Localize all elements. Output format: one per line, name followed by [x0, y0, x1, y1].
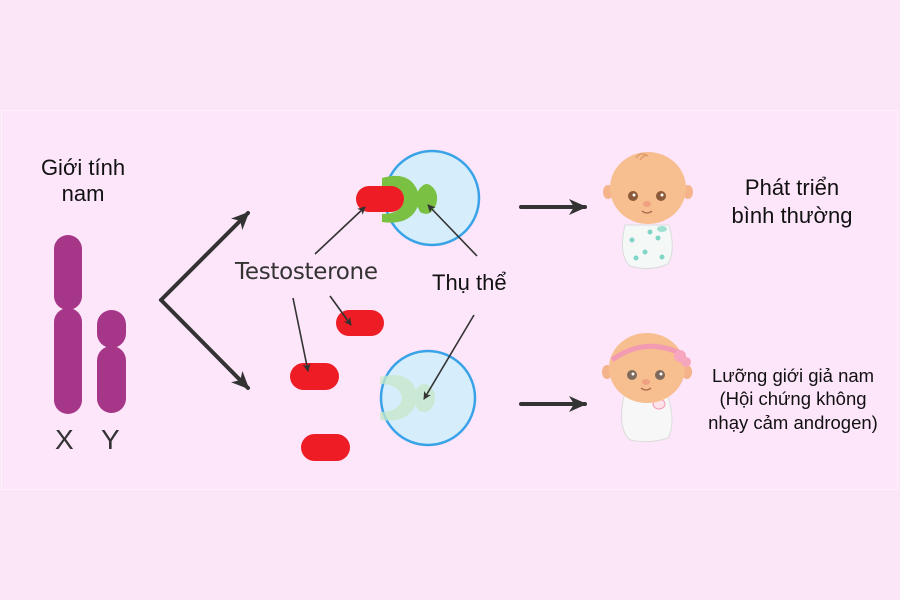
- outcome-normal-label: Phát triển bình thường: [712, 174, 872, 229]
- outcome-ais-line2: (Hội chứng không: [719, 388, 867, 410]
- baby-boy-icon: [603, 152, 693, 270]
- chromosome-x: [54, 235, 82, 414]
- branch-arrows: [159, 211, 250, 390]
- male-sex-label-line2: nam: [61, 181, 105, 207]
- testosterone-bound: [356, 186, 404, 212]
- male-sex-label-line1: Giới tính: [40, 155, 126, 180]
- testosterone-label: Testosterone: [235, 259, 378, 285]
- testosterone-free-3: [301, 434, 350, 461]
- outcome-normal-line2: bình thường: [731, 202, 853, 228]
- outcome-ais-label: Lưỡng giới giả nam (Hội chứng không nhạy…: [686, 364, 900, 434]
- pointer-lines: [292, 204, 478, 400]
- male-sex-label: Giới tính nam: [28, 155, 138, 208]
- outcome-ais-line3: nhạy cảm androgen): [708, 411, 878, 433]
- testosterone-free-2: [290, 363, 339, 390]
- chromosome-y: [97, 310, 126, 413]
- outcome-normal-line1: Phát triển: [744, 175, 840, 200]
- baby-girl-headband-icon: [602, 333, 692, 443]
- receptor-label: Thụ thể: [432, 270, 507, 295]
- chromosome-y-label: Y: [101, 424, 120, 455]
- outcome-ais-line1: Lưỡng giới giả nam: [711, 365, 875, 386]
- outcome-arrows: [519, 199, 587, 412]
- testosterone-free-1: [336, 310, 384, 336]
- chromosome-x-label: X: [55, 424, 74, 455]
